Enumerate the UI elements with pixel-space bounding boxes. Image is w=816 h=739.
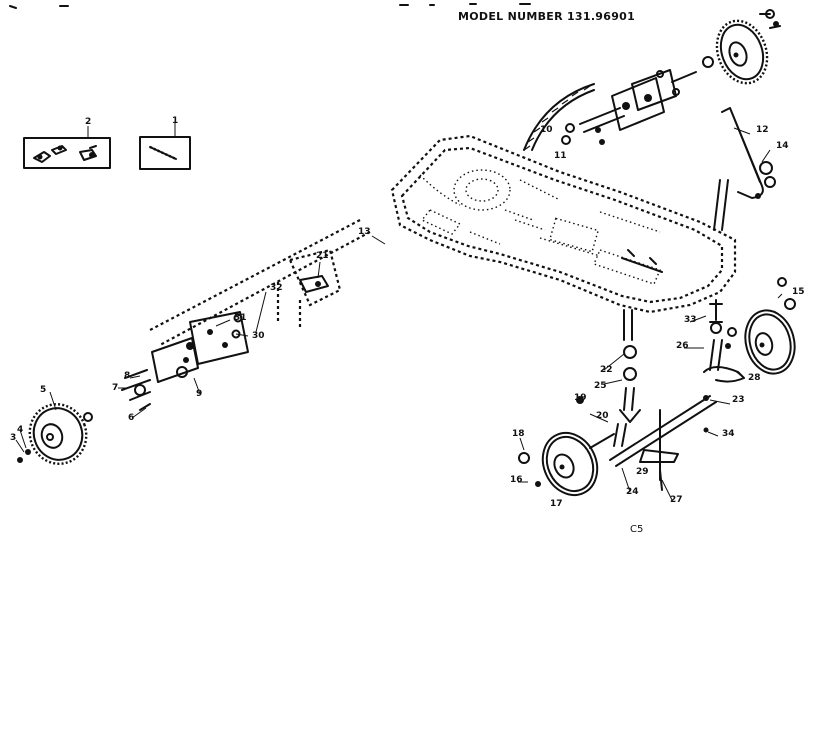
front-wheel [518, 396, 615, 497]
callout-1: 1 [172, 116, 178, 126]
callout-7: 7 [112, 383, 118, 393]
top-edge-marks [9, 3, 531, 9]
leader-lines [15, 127, 783, 501]
callout-12: 12 [756, 125, 769, 135]
callout-24: 24 [626, 487, 639, 497]
left-rear-wheel [17, 403, 93, 465]
callout-32: 32 [270, 283, 283, 293]
left-height-bracket [121, 311, 249, 411]
front-axle-assembly [609, 299, 723, 491]
hardware-pack-2 [23, 126, 111, 169]
callout-31: 31 [234, 313, 247, 323]
callout-33: 33 [684, 315, 697, 325]
callout-28: 28 [748, 373, 761, 383]
figure-code: C5 [630, 524, 643, 535]
callout-26: 26 [676, 341, 689, 351]
callout-6: 6 [128, 413, 134, 423]
callout-27: 27 [670, 495, 683, 505]
callout-14: 14 [776, 141, 789, 151]
callout-16: 16 [510, 475, 523, 485]
callout-18: 18 [512, 429, 525, 439]
callout-30: 30 [252, 331, 265, 341]
handle-bracket-right [713, 107, 776, 231]
callout-2: 2 [85, 117, 91, 127]
model-number-title: MODEL NUMBER 131.96901 [458, 10, 635, 23]
callout-labels: 1 2 3 4 5 6 7 8 9 10 11 12 13 14 15 16 1… [10, 116, 805, 509]
callout-22: 22 [600, 365, 613, 375]
mower-deck [390, 134, 737, 314]
callout-19: 19 [574, 393, 587, 403]
callout-20: 20 [596, 411, 609, 421]
callout-5: 5 [40, 385, 46, 395]
callout-29: 29 [636, 467, 649, 477]
callout-21: 21 [316, 251, 329, 261]
callout-8: 8 [124, 371, 130, 381]
callout-10: 10 [540, 125, 553, 135]
callout-23: 23 [732, 395, 745, 405]
callout-9: 9 [196, 389, 202, 399]
callout-11: 11 [554, 151, 567, 161]
top-right-height-bracket [523, 69, 697, 151]
callout-34: 34 [722, 429, 735, 439]
callout-13: 13 [358, 227, 371, 237]
callout-17: 17 [550, 499, 563, 509]
callout-3: 3 [10, 433, 16, 443]
hardware-pack-1 [139, 122, 191, 170]
callout-25: 25 [594, 381, 607, 391]
callout-15: 15 [792, 287, 805, 297]
left-axle-assembly [149, 219, 386, 346]
top-right-drive-wheel [702, 9, 781, 85]
